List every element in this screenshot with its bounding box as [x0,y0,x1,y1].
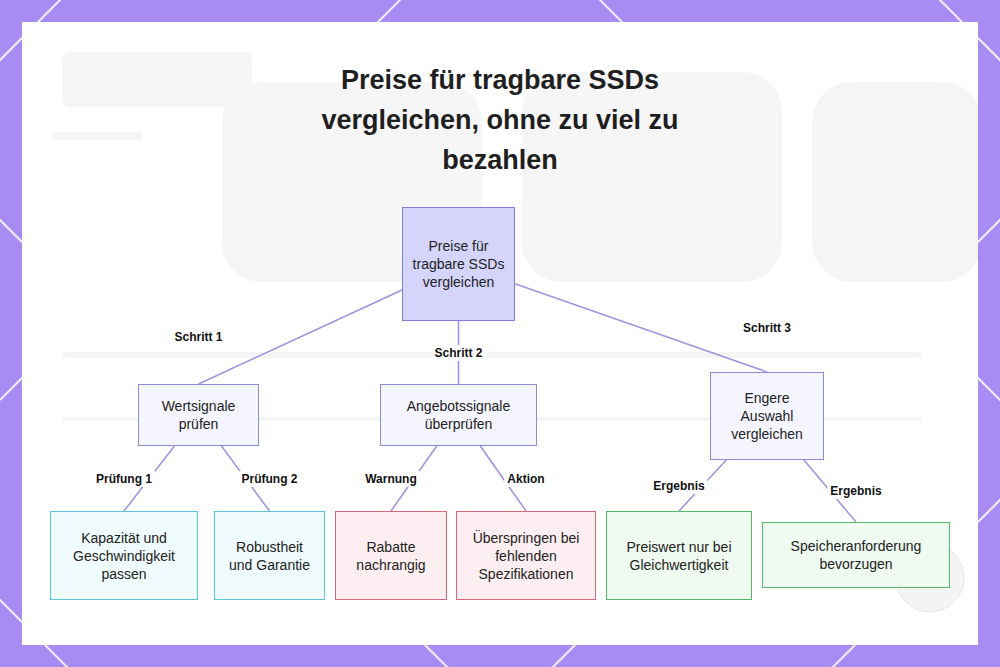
edge-label: Prüfung 2 [239,471,301,487]
result-box: Überspringen bei fehlenden Spezifikation… [456,511,596,600]
edge-label: Aktion [504,471,547,487]
root-box: Preise für tragbare SSDs vergleichen [402,207,515,321]
node-label: Robustheit und Garantie [229,538,310,574]
edge-label: Prüfung 1 [93,471,155,487]
node-label: Überspringen bei fehlenden Spezifikation… [463,529,589,583]
result-box: Speicheranforderung bevorzugen [762,522,950,588]
node-label: Preise für tragbare SSDs vergleichen [409,237,508,291]
edge-label: Ergebnis [650,478,707,494]
node-label: Rabatte nachrangig [348,538,434,574]
title-text: Preise für tragbare SSDs vergleichen, oh… [321,65,678,175]
diagram-title: Preise für tragbare SSDs vergleichen, oh… [270,60,730,180]
node-label: Preiswert nur bei Gleichwertigkeit [623,538,735,574]
edge-label: Ergebnis [827,483,884,499]
edge-label: Schritt 3 [740,320,794,336]
node-label: Angebotssignale überprüfen [391,397,526,433]
node-label: Wertsignale prüfen [153,397,244,433]
edge-label: Warnung [362,471,420,487]
node-label: Engere Auswahl vergleichen [719,389,815,443]
result-box: Robustheit und Garantie [214,511,325,600]
step-box: Angebotssignale überprüfen [380,384,537,446]
step-box: Wertsignale prüfen [138,384,259,446]
connector-line [199,290,403,384]
edge-label: Schritt 2 [431,345,485,361]
edge-label: Schritt 1 [171,329,225,345]
connector-line [515,284,767,372]
result-box: Kapazität und Geschwindigkeit passen [50,511,198,600]
node-label: Kapazität und Geschwindigkeit passen [59,529,189,583]
result-box: Rabatte nachrangig [335,511,447,600]
result-box: Preiswert nur bei Gleichwertigkeit [606,511,752,600]
step-box: Engere Auswahl vergleichen [710,372,824,460]
node-label: Speicheranforderung bevorzugen [773,537,939,573]
